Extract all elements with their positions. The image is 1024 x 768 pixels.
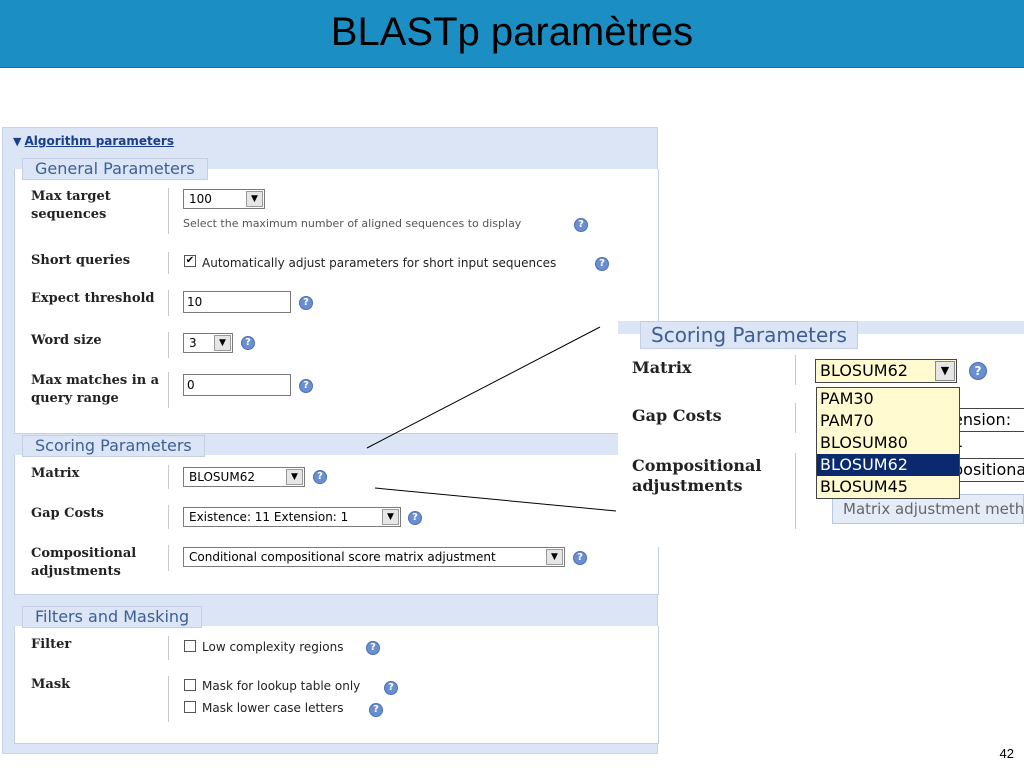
matrix-option[interactable]: PAM70: [820, 411, 874, 430]
mask-lowercase-label: Mask lower case letters: [202, 701, 344, 715]
collapse-triangle-icon: ▼: [13, 135, 22, 148]
matrix-zoom-inset: Scoring Parameters Matrix BLOSUM62 ▼ ? G…: [618, 321, 1024, 547]
divider: [168, 676, 169, 722]
general-parameters-section: [14, 169, 659, 434]
low-complexity-checkbox[interactable]: [184, 640, 196, 652]
divider: [795, 355, 796, 385]
slide-title: BLASTp paramètres: [330, 10, 694, 54]
general-parameters-legend: General Parameters: [22, 158, 208, 180]
help-icon[interactable]: ?: [384, 681, 398, 695]
divider: [168, 252, 169, 274]
matrix-option-selected[interactable]: BLOSUM62: [817, 454, 959, 476]
divider: [795, 453, 796, 529]
matrix-select[interactable]: BLOSUM62 ▼: [183, 467, 305, 487]
zoom-gap-costs-label: Gap Costs: [632, 406, 722, 425]
word-size-label: Word size: [31, 333, 102, 348]
filter-label: Filter: [31, 637, 72, 652]
matrix-option[interactable]: BLOSUM45: [820, 477, 908, 496]
help-icon[interactable]: ?: [969, 362, 987, 380]
max-matches-input[interactable]: 0: [183, 374, 291, 396]
divider: [168, 188, 169, 234]
page-number: 42: [999, 746, 1014, 761]
help-icon[interactable]: ?: [369, 703, 383, 717]
divider: [168, 636, 169, 660]
help-icon[interactable]: ?: [595, 257, 609, 271]
gap-costs-label: Gap Costs: [31, 506, 104, 521]
zoom-compositional-select[interactable]: positiona: [948, 458, 1024, 482]
filters-masking-section: [14, 626, 659, 744]
slide-title-bar: BLASTp paramètres: [0, 0, 1024, 68]
help-icon[interactable]: ?: [408, 511, 422, 525]
algorithm-parameters-link[interactable]: Algorithm parameters: [24, 134, 174, 148]
algorithm-parameters-toggle[interactable]: ▼Algorithm parameters: [13, 134, 174, 148]
help-icon[interactable]: ?: [313, 470, 327, 484]
help-icon[interactable]: ?: [299, 379, 313, 393]
divider: [168, 332, 169, 358]
max-matches-label: Max matches in a query range: [31, 373, 160, 406]
short-queries-label: Short queries: [31, 253, 131, 268]
divider: [168, 372, 169, 408]
word-size-select[interactable]: 3 ▼: [183, 333, 233, 353]
mask-lookup-checkbox[interactable]: [184, 679, 196, 691]
compositional-adjustments-select[interactable]: Conditional compositional score matrix a…: [183, 547, 565, 567]
chevron-down-icon: ▼: [214, 335, 231, 351]
divider: [795, 403, 796, 433]
chevron-down-icon: ▼: [546, 549, 563, 565]
divider: [168, 465, 169, 489]
help-icon[interactable]: ?: [574, 218, 588, 232]
expect-threshold-input[interactable]: 10: [183, 291, 291, 313]
divider: [168, 545, 169, 571]
chevron-down-icon: ▼: [382, 509, 399, 525]
divider: [168, 505, 169, 529]
mask-lowercase-checkbox[interactable]: [184, 701, 196, 713]
low-complexity-label: Low complexity regions: [202, 640, 344, 654]
zoom-matrix-label: Matrix: [632, 358, 692, 377]
chevron-down-icon: ▼: [935, 361, 955, 381]
mask-lookup-label: Mask for lookup table only: [202, 679, 361, 693]
callout-line-bottom: [374, 487, 617, 512]
zoom-scoring-legend: Scoring Parameters: [640, 321, 858, 349]
scoring-parameters-legend: Scoring Parameters: [22, 435, 205, 457]
help-icon[interactable]: ?: [573, 551, 587, 565]
zoom-compositional-label: Compositional adjustments: [632, 456, 762, 495]
divider: [168, 290, 169, 316]
zoom-gap-costs-select[interactable]: ension: 1: [948, 408, 1024, 451]
callout-line-top: [366, 326, 601, 449]
matrix-dropdown-list: PAM30 PAM70 BLOSUM80 BLOSUM62 BLOSUM45: [816, 387, 960, 499]
matrix-label: Matrix: [31, 466, 80, 481]
matrix-option[interactable]: BLOSUM80: [820, 433, 908, 452]
short-queries-checkbox[interactable]: ✔: [184, 255, 196, 267]
help-icon[interactable]: ?: [366, 641, 380, 655]
matrix-option[interactable]: PAM30: [820, 389, 874, 408]
filters-masking-legend: Filters and Masking: [22, 606, 203, 628]
expect-threshold-label: Expect threshold: [31, 291, 155, 306]
gap-costs-select[interactable]: Existence: 11 Extension: 1 ▼: [183, 507, 401, 527]
max-target-hint: Select the maximum number of aligned seq…: [183, 217, 522, 230]
chevron-down-icon: ▼: [246, 191, 263, 207]
zoom-matrix-select[interactable]: BLOSUM62 ▼: [815, 359, 957, 383]
short-queries-checkbox-label: Automatically adjust parameters for shor…: [202, 256, 557, 270]
mask-label: Mask: [31, 677, 71, 692]
max-target-select[interactable]: 100 ▼: [183, 189, 265, 209]
help-icon[interactable]: ?: [241, 336, 255, 350]
help-icon[interactable]: ?: [299, 296, 313, 310]
chevron-down-icon: ▼: [286, 469, 303, 485]
compositional-adjustments-label: Compositional adjustments: [31, 546, 137, 579]
max-target-label: Max target sequences: [31, 189, 111, 222]
algorithm-parameters-panel: ▼Algorithm parameters General Parameters…: [2, 127, 659, 754]
